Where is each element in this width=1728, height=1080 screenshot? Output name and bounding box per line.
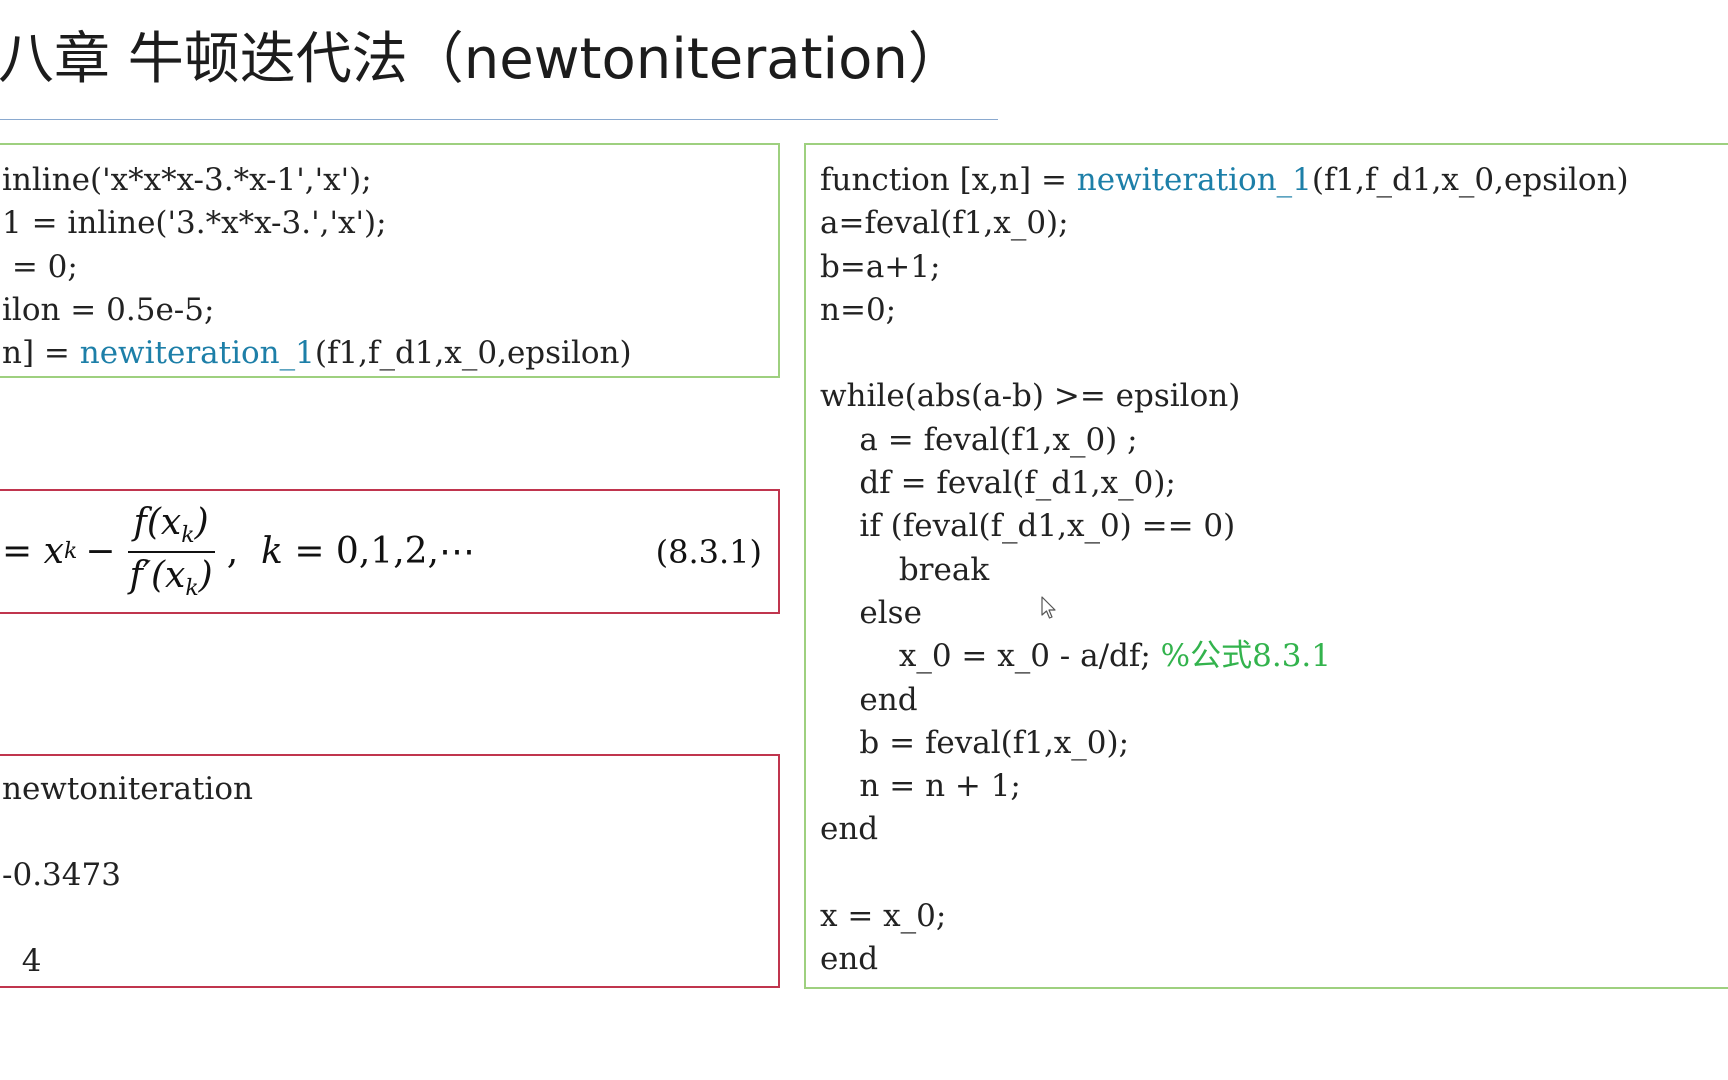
formula-x: x	[43, 531, 64, 572]
code-text: ilon = 0.5e-5;	[2, 291, 215, 328]
code-line: while(abs(a-b) >= epsilon)	[820, 375, 1629, 418]
function-name-link: newiteration_1	[79, 335, 315, 372]
code-line: n = n + 1;	[820, 765, 1629, 808]
code-text: end	[820, 681, 918, 718]
code-line: else	[820, 592, 1629, 635]
denominator-text: f′(x	[129, 554, 186, 596]
formula-range: = 0,1,2,⋯	[294, 531, 475, 572]
code-text: a=feval(f1,x_0);	[820, 205, 1069, 242]
code-line: if (feval(f_d1,x_0) == 0)	[820, 505, 1629, 548]
code-text: end	[820, 811, 879, 848]
code-line: end	[820, 808, 1629, 851]
code-text: n] =	[2, 335, 80, 372]
function-code-box: function [x,n] = newiteration_1(f1,f_d1,…	[804, 143, 1728, 989]
code-text: if (feval(f_d1,x_0) == 0)	[820, 508, 1236, 545]
function-name-link: newiteration_1	[1076, 162, 1312, 198]
code-text: inline('x*x*x-3.*x-1','x');	[2, 162, 372, 198]
script-code-box: inline('x*x*x-3.*x-1','x'); 1 = inline('3…	[0, 143, 780, 378]
formula-fraction: f(xk) f′(xk)	[123, 502, 218, 601]
denominator-close: )	[198, 554, 213, 596]
code-text: (f1,f_d1,x_0,epsilon)	[314, 335, 632, 372]
formula-separator: ,	[226, 531, 239, 572]
denominator-sub: k	[185, 575, 199, 601]
output-line	[2, 897, 253, 940]
mouse-pointer-icon	[1041, 596, 1056, 619]
code-line: a = feval(f1,x_0) ;	[820, 419, 1629, 462]
code-line: a=feval(f1,x_0);	[820, 202, 1629, 245]
code-text: 1 = inline('3.*x*x-3.','x');	[2, 205, 387, 242]
code-line	[820, 852, 1629, 895]
code-line: x_0 = x_0 - a/df; %公式8.3.1	[820, 635, 1629, 678]
code-line: b=a+1;	[820, 246, 1629, 289]
formula-equals: =	[2, 531, 33, 572]
code-line	[820, 332, 1629, 375]
code-line: function [x,n] = newiteration_1(f1,f_d1,…	[820, 159, 1629, 202]
code-line: 1 = inline('3.*x*x-3.','x');	[2, 202, 632, 245]
code-text: else	[820, 594, 922, 631]
slide-title: 八章 牛顿迭代法（newtoniteration）	[0, 27, 964, 92]
code-text: (f1,f_d1,x_0,epsilon)	[1311, 162, 1629, 198]
code-line: n=0;	[820, 289, 1629, 332]
code-text: b = feval(f1,x_0);	[820, 724, 1130, 761]
numerator-text: f(x	[133, 502, 182, 544]
equation-number: (8.3.1)	[655, 532, 762, 571]
code-line: end	[820, 938, 1629, 981]
code-line: break	[820, 549, 1629, 592]
code-text: a = feval(f1,x_0) ;	[820, 421, 1138, 458]
output-line: 4	[2, 943, 42, 979]
formula-denominator: f′(xk)	[123, 553, 218, 601]
formula-k: k	[261, 531, 283, 572]
script-code: inline('x*x*x-3.*x-1','x'); 1 = inline('3…	[2, 159, 632, 375]
code-line: b = feval(f1,x_0);	[820, 722, 1629, 765]
code-text: x_0 = x_0 - a/df;	[820, 638, 1161, 675]
code-line: ilon = 0.5e-5;	[2, 289, 632, 332]
output-line	[2, 811, 253, 854]
code-text: x = x_0;	[820, 898, 947, 935]
code-line: inline('x*x*x-3.*x-1','x');	[2, 159, 632, 202]
numerator-sub: k	[181, 523, 195, 549]
code-line: df = feval(f_d1,x_0);	[820, 462, 1629, 505]
code-comment: %公式8.3.1	[1160, 638, 1331, 675]
formula-minus: −	[85, 531, 116, 572]
code-line: = 0;	[2, 246, 632, 289]
output-line: newtoniteration	[2, 771, 253, 807]
function-code: function [x,n] = newiteration_1(f1,f_d1,…	[820, 159, 1629, 982]
code-text: n = n + 1;	[820, 768, 1021, 805]
code-text: function [x,n] =	[820, 162, 1077, 198]
formula-sub: k	[63, 539, 78, 564]
code-line: n] = newiteration_1(f1,f_d1,x_0,epsilon)	[2, 332, 632, 375]
output-line: -0.3473	[2, 857, 121, 893]
code-text: while(abs(a-b) >= epsilon)	[820, 378, 1241, 415]
code-text: df = feval(f_d1,x_0);	[820, 465, 1176, 502]
code-text: break	[820, 551, 990, 588]
title-divider	[0, 119, 998, 120]
code-text: b=a+1;	[820, 248, 941, 285]
output-text: newtoniteration -0.3473 4	[2, 768, 253, 983]
code-line: end	[820, 679, 1629, 722]
code-text: end	[820, 941, 879, 978]
output-box: newtoniteration -0.3473 4	[0, 754, 780, 988]
code-line: x = x_0;	[820, 895, 1629, 938]
numerator-close: )	[194, 502, 209, 544]
formula-numerator: f(xk)	[127, 502, 215, 553]
code-text: n=0;	[820, 291, 897, 328]
code-text: = 0;	[2, 248, 78, 285]
